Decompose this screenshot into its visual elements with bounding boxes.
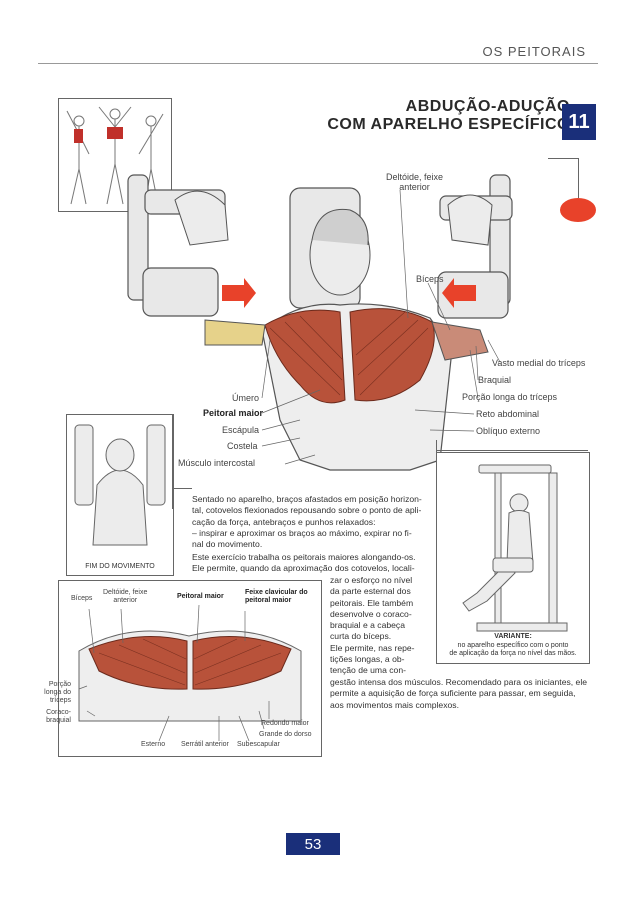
label-braquial: Braquial — [478, 375, 512, 385]
detail-label-redondo: Redondo maior — [261, 720, 309, 727]
detail-label-porcao: Porção longa do tríceps — [44, 681, 71, 704]
variant-illustration — [462, 464, 568, 632]
body-paragraph-2c: gestão intensa dos músculos. Recomendado… — [330, 677, 588, 710]
figures-thumbnail — [58, 98, 172, 212]
body-paragraph-2b: zar o esforço no nível da parte esternal… — [330, 575, 415, 676]
detail-label-clavicular: Feixe clavicular do peitoral maior — [245, 589, 308, 604]
label-peitoral: Peitoral maior — [203, 408, 264, 418]
label-costela: Costela — [227, 441, 258, 451]
title-bracket-top — [548, 158, 578, 159]
detail-illustration — [78, 604, 302, 742]
header-rule — [38, 63, 598, 64]
body-paragraph-1: Sentado no aparelho, braços afastados em… — [192, 494, 422, 550]
detail-label-deltoid: Deltóide, feixe anterior — [103, 589, 148, 604]
label-reto: Reto abdominal — [476, 409, 540, 419]
frame-line-left — [172, 414, 173, 509]
detail-label-serratil: Serrátil anterior — [181, 741, 229, 748]
section-header: OS PEITORAIS — [482, 44, 586, 59]
end-movement-illustration — [74, 424, 166, 546]
detail-label-biceps: Bíceps — [71, 595, 93, 602]
frame-line-right — [436, 440, 437, 454]
red-marker-dot — [560, 198, 596, 222]
label-vasto: Vasto medial do tríceps — [492, 358, 586, 368]
label-obliquo: Oblíquo externo — [476, 426, 541, 436]
label-umero: Úmero — [232, 393, 260, 403]
exercise-number-badge: 11 — [562, 104, 596, 140]
label-escapula: Escápula — [222, 425, 260, 435]
page-number: 53 — [286, 833, 340, 855]
title-line2: COM APARELHO ESPECÍFICO — [327, 116, 570, 133]
body-figures-illustration — [66, 106, 164, 205]
label-intercostal: Músculo intercostal — [178, 458, 256, 468]
label-biceps: Bíceps — [416, 274, 444, 284]
detail-panel: Bíceps Deltóide, feixe anterior Peitoral… — [44, 580, 322, 757]
detail-label-grande-dorso: Grande do dorso — [259, 731, 312, 738]
variant-text: no aparelho específico com o ponto de ap… — [449, 642, 577, 657]
frame-line-right-h — [436, 450, 588, 451]
end-movement-label: FIM DO MOVIMENTO — [85, 563, 155, 570]
detail-label-coraco: Coraco- braquial — [46, 709, 71, 724]
variant-title: VARIANTE: — [494, 633, 532, 640]
end-movement-panel: FIM DO MOVIMENTO — [66, 414, 174, 576]
detail-label-peitoral: Peitoral maior — [177, 593, 224, 600]
detail-label-esterno: Esterno — [141, 741, 166, 748]
label-deltoid: Deltóide, feixe anterior — [386, 172, 444, 192]
frame-line-bottom — [172, 488, 192, 489]
body-paragraph-2a: Este exercício trabalha os peitorais mai… — [192, 552, 416, 574]
exercise-title: ABDUÇÃO-ADUÇÃO COM APARELHO ESPECÍFICO — [327, 98, 570, 134]
detail-label-subescapular: Subescapular — [237, 741, 280, 748]
title-line1: ABDUÇÃO-ADUÇÃO — [405, 98, 570, 115]
variant-panel: VARIANTE: no aparelho específico com o p… — [436, 452, 590, 664]
label-porcao: Porção longa do tríceps — [462, 392, 558, 402]
title-bracket-line — [578, 158, 579, 198]
